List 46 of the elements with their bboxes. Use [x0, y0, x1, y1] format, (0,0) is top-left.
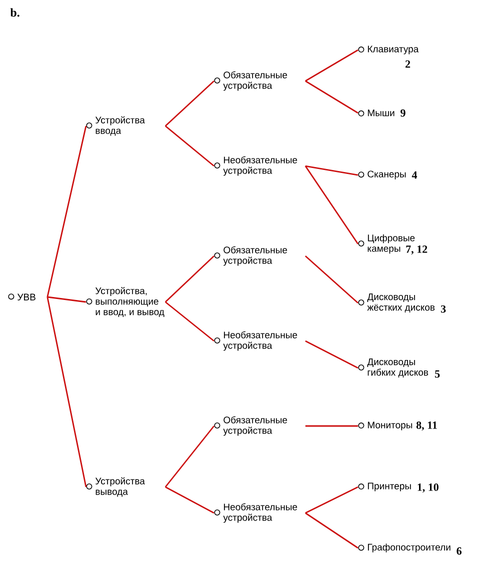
node-label: Устройства вывода	[86, 477, 145, 497]
node-label: Устройства, выполняющие и ввод, и вывод	[86, 287, 164, 317]
connector-line	[46, 126, 87, 298]
reference-number: 2	[406, 60, 410, 68]
reference-number: 8, 11	[416, 422, 437, 431]
connector-line	[305, 49, 358, 82]
node-label: Клавиатура	[358, 46, 419, 54]
reference-number: 4	[412, 171, 418, 179]
node-label: Обязательные устройства	[214, 416, 288, 436]
reference-number: 6	[456, 547, 462, 555]
connector-line	[164, 426, 215, 488]
reference-number: 7, 12	[406, 246, 428, 254]
node-label: Дисководы жёстких дисков	[358, 294, 435, 312]
connector-line	[164, 125, 214, 167]
node-label: Необязательные устройства	[214, 156, 298, 176]
node-label: Сканеры	[358, 170, 406, 180]
node-label: Необязательные устройства	[214, 331, 298, 351]
node-label: Обязательные устройства	[214, 246, 288, 266]
connector-line	[304, 255, 358, 304]
connector-line	[164, 80, 214, 127]
connector-line	[305, 512, 358, 549]
node-label: Дисководы гибких дисков	[358, 358, 428, 378]
connector-line	[305, 165, 358, 176]
connector-line	[305, 80, 358, 114]
connector-line	[164, 256, 214, 303]
connector-line	[47, 296, 86, 303]
connector-line	[305, 486, 358, 514]
connector-line	[304, 166, 359, 244]
node-label: УВВ	[8, 294, 36, 300]
connector-line	[165, 486, 214, 514]
node-label: Необязательные устройства	[214, 503, 298, 523]
reference-number: 9	[400, 109, 406, 117]
reference-number: 5	[435, 370, 440, 378]
node-label: Принтеры	[358, 482, 411, 492]
connector-line	[305, 425, 358, 427]
connector-line	[46, 296, 87, 488]
node-label: Мониторы	[358, 422, 412, 430]
node-label: Обязательные устройства	[214, 71, 288, 91]
connector-line	[305, 340, 358, 369]
node-label: Устройства ввода	[86, 116, 145, 136]
reference-number: 3	[441, 305, 446, 313]
panel-label: b.	[10, 8, 20, 17]
reference-number: 1, 10	[418, 484, 438, 493]
node-label: Мыши	[358, 110, 394, 116]
connector-line	[164, 301, 214, 342]
node-label: Графопостроители	[358, 544, 450, 552]
